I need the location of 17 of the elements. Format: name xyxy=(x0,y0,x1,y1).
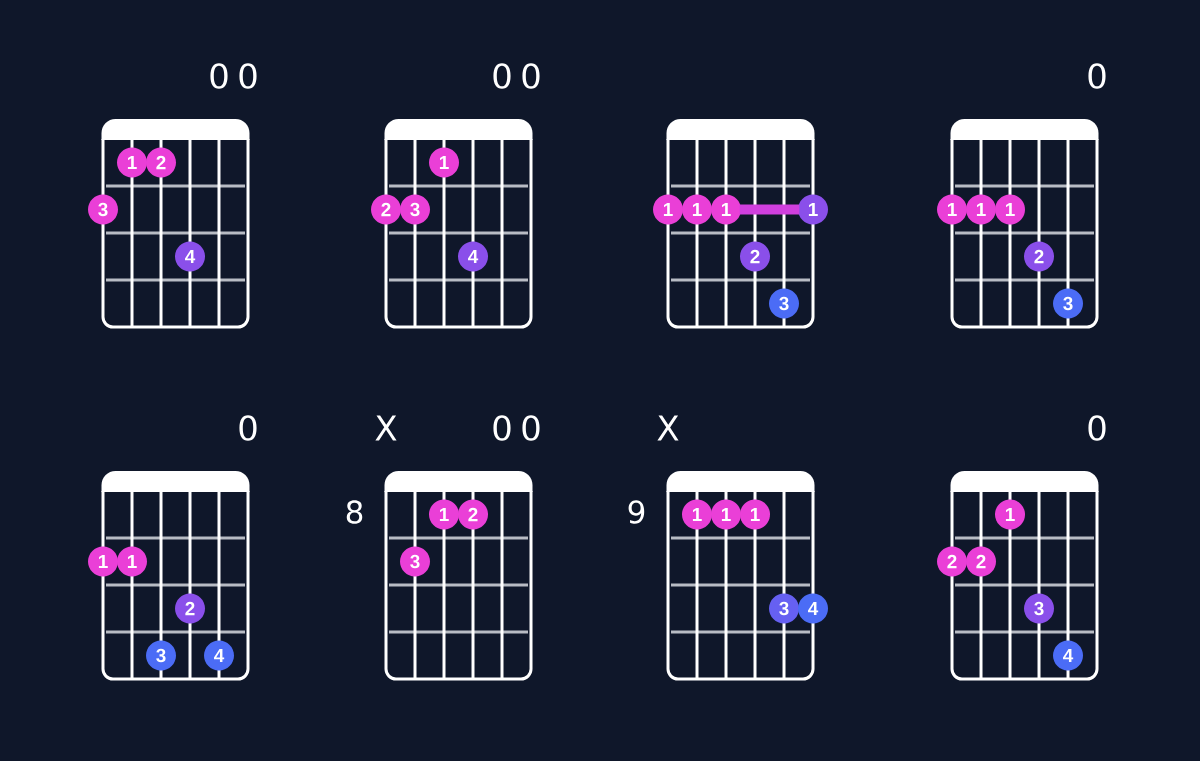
open-string-marker: 0 xyxy=(1088,63,1106,89)
muted-string-marker: X xyxy=(375,415,397,441)
open-string-marker: 0 xyxy=(522,63,540,89)
open-string-marker: 0 xyxy=(493,415,511,441)
open-string-marker: 0 xyxy=(493,63,511,89)
fret-number: 8 xyxy=(346,500,363,524)
fretboard xyxy=(101,471,250,681)
muted-string-marker: X xyxy=(657,415,679,441)
open-string-marker: 0 xyxy=(522,415,540,441)
open-string-marker: 0 xyxy=(239,63,257,89)
barre-line xyxy=(739,204,800,215)
fretboard xyxy=(384,471,533,681)
open-string-marker: 0 xyxy=(239,415,257,441)
open-string-marker: 0 xyxy=(1088,415,1106,441)
fretboard xyxy=(950,119,1099,329)
fret-number: 9 xyxy=(628,500,645,524)
open-string-marker: 0 xyxy=(210,63,228,89)
